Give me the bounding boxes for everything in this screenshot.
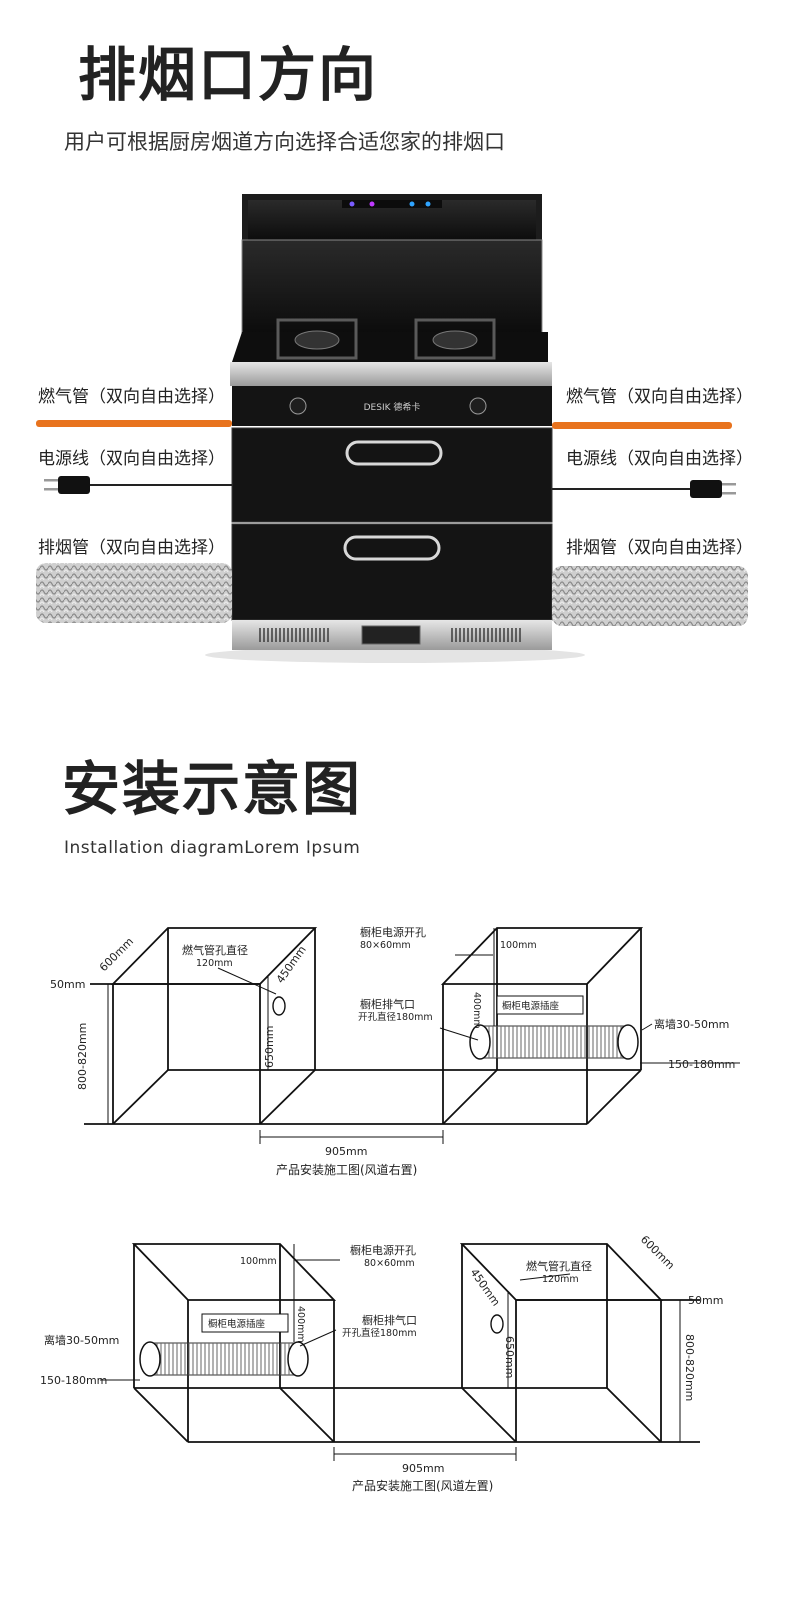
exhaust-duct-left <box>36 563 232 623</box>
d1-dim-650: 650mm <box>263 1026 276 1068</box>
drawer-lower-handle <box>343 535 441 561</box>
diagram2-duct <box>139 1341 309 1377</box>
d1-gas-hole: 燃气管孔直径 <box>182 943 248 957</box>
d1-caption: 产品安装施工图(风道右置) <box>276 1162 417 1177</box>
d1-dim-100: 100mm <box>500 940 537 951</box>
section-title: 排烟口方向 <box>78 41 379 109</box>
gas-pipe-label-right: 燃气管（双向自由选择） <box>566 387 753 407</box>
knob-right <box>469 397 487 415</box>
d2-dim-400: 400mm <box>295 1306 306 1343</box>
burner-right <box>414 318 496 360</box>
diagram2-gas-hole <box>490 1314 504 1334</box>
d2-power-open: 橱柜电源开孔 <box>350 1243 416 1257</box>
power-cord-label-right: 电源线（双向自由选择） <box>566 449 753 469</box>
d1-dim-600: 600mm <box>97 935 136 974</box>
d1-exhaust-open: 橱柜排气口 <box>360 997 415 1011</box>
d2-wall: 离墙30-50mm <box>44 1333 119 1347</box>
d1-dim-height: 800-820mm <box>76 1023 89 1090</box>
d2-power-open-size: 80×60mm <box>364 1258 415 1269</box>
diagram1-gas-hole <box>272 996 286 1016</box>
plug-left-icon <box>44 476 90 494</box>
d2-dim-150: 150-180mm <box>40 1374 107 1387</box>
power-cord-label-left: 电源线（双向自由选择） <box>38 449 225 469</box>
drawer-upper <box>231 427 553 523</box>
appliance-illustration: DESIK 德希卡 <box>36 194 748 663</box>
d2-dim-600: 600mm <box>638 1233 677 1272</box>
control-display <box>342 200 442 208</box>
gas-pipe-right <box>552 422 732 429</box>
vent-right <box>451 628 521 642</box>
exhaust-pipe-label-left: 排烟管（双向自由选择） <box>38 538 225 558</box>
diagram2-cabinet-right <box>280 1243 700 1443</box>
install-diagram-left: 100mm 橱柜电源开孔 80×60mm 橱柜电源插座 400mm 橱柜排气口 … <box>40 1233 723 1493</box>
d1-power-open: 橱柜电源开孔 <box>360 925 426 939</box>
d2-exhaust-open: 橱柜排气口 <box>362 1313 417 1327</box>
d2-exhaust-open-size: 开孔直径180mm <box>342 1327 417 1339</box>
d1-dim-50: 50mm <box>50 978 85 991</box>
d1-dim-905: 905mm <box>325 1145 367 1158</box>
floor-shadow <box>205 647 585 663</box>
d2-caption: 产品安装施工图(风道左置) <box>352 1478 493 1493</box>
diagram1-cabinet-left <box>84 927 443 1125</box>
plug-right-icon <box>690 480 736 498</box>
control-panel <box>232 386 552 426</box>
drawer-upper-handle <box>345 440 443 466</box>
burner-left <box>276 318 358 360</box>
d2-socket: 橱柜电源插座 <box>208 1318 266 1330</box>
d1-power-open-size: 80×60mm <box>360 940 411 951</box>
base-badge <box>361 625 421 645</box>
section-subtitle: 用户可根据厨房烟道方向选择合适您家的排烟口 <box>64 130 505 154</box>
gas-pipe-left <box>36 420 232 427</box>
d2-dim-100: 100mm <box>240 1256 277 1267</box>
vent-left <box>259 628 329 642</box>
gas-pipe-label-left: 燃气管（双向自由选择） <box>38 387 225 407</box>
knob-left <box>289 397 307 415</box>
back-panel <box>241 239 543 341</box>
d2-dim-905: 905mm <box>402 1462 444 1475</box>
steel-trim <box>230 362 552 386</box>
diagram1-cabinet-right <box>315 927 644 1125</box>
d2-gas-hole: 燃气管孔直径 <box>526 1259 592 1273</box>
diagram2-socket <box>201 1313 289 1333</box>
d1-exhaust-open-size: 开孔直径180mm <box>358 1011 433 1023</box>
install-title: 安装示意图 <box>62 755 363 823</box>
d1-dim-400: 400mm <box>471 992 482 1029</box>
d1-wall: 离墙30-50mm <box>654 1017 729 1031</box>
d2-dim-50: 50mm <box>688 1294 723 1307</box>
d1-dim-150: 150-180mm <box>668 1058 735 1071</box>
exhaust-duct-right <box>552 566 748 626</box>
install-diagram-right: 600mm 50mm 800-820mm 燃气管孔直径 120mm 450mm … <box>50 925 740 1177</box>
diagram1-socket <box>496 995 584 1015</box>
d2-dim-450: 450mm <box>468 1266 503 1308</box>
d1-gas-hole-size: 120mm <box>196 958 233 969</box>
d2-gas-hole-size: 120mm <box>542 1274 579 1285</box>
brand-logo: DESIK 德希卡 <box>364 401 421 413</box>
d1-socket: 橱柜电源插座 <box>502 1000 560 1012</box>
exhaust-pipe-label-right: 排烟管（双向自由选择） <box>566 538 753 558</box>
diagram1-duct <box>469 1024 639 1060</box>
drawer-lower <box>231 523 553 621</box>
install-subtitle: Installation diagramLorem Ipsum <box>64 838 361 858</box>
d2-dim-650: 650mm <box>503 1336 516 1378</box>
diagram2-cabinet-left <box>131 1243 337 1443</box>
d2-dim-height: 800-820mm <box>683 1334 696 1401</box>
